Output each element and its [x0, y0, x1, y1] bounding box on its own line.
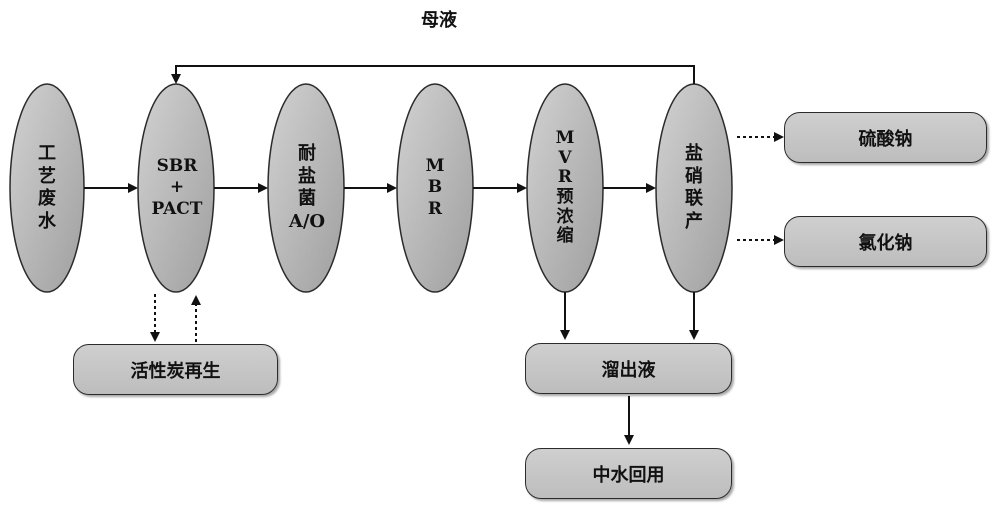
mvr-preconcentration-label: M V R 预 浓 缩	[555, 128, 575, 247]
reclaimed-water-reuse-box: 中水回用	[525, 448, 732, 499]
process-wastewater-label: 工 艺 废 水	[38, 143, 56, 232]
mother-liquor-label: 母液	[421, 10, 457, 31]
salt-tolerant-ao-label: 耐 盐 菌 A/O	[288, 143, 326, 232]
mbr-label: M B R	[425, 156, 445, 219]
distillate-box: 溜出液	[525, 343, 732, 394]
salt-nitrate-coproduction-label: 盐 硝 联 产	[685, 143, 703, 232]
sodium-chloride-box: 氯化钠	[784, 216, 987, 267]
sodium-sulfate-box: 硫酸钠	[784, 112, 987, 163]
sbr-pact-label: SBR + PACT	[151, 156, 203, 219]
activated-carbon-regeneration-box: 活性炭再生	[73, 344, 278, 395]
mother-liquor-recycle-line	[171, 65, 695, 84]
